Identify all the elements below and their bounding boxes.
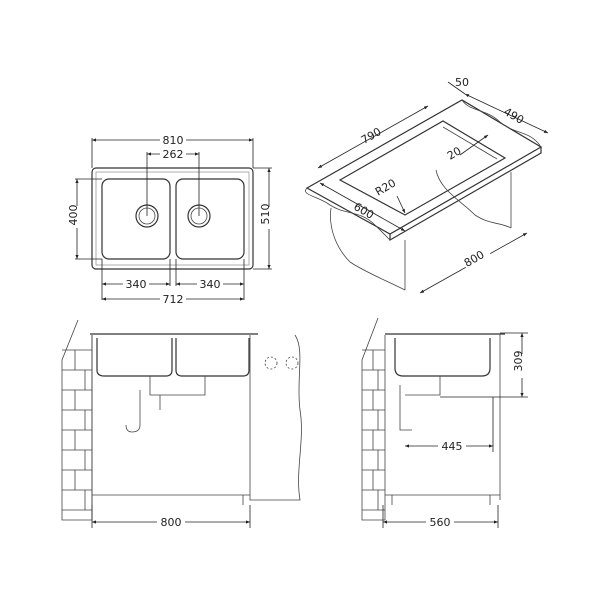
dim-drain-spacing: 262 bbox=[163, 148, 184, 161]
dim-bowl-depth: 400 bbox=[67, 205, 80, 226]
dim-overall-depth: 510 bbox=[259, 204, 272, 225]
right-bowl bbox=[175, 178, 245, 260]
left-bowl bbox=[101, 178, 171, 260]
dim-waste-offset: 445 bbox=[442, 440, 463, 453]
dim-radius: R20 bbox=[373, 177, 398, 199]
dim-edge: 20 bbox=[445, 144, 464, 162]
dim-bowls-total-width: 712 bbox=[163, 293, 184, 306]
top-view: 810 262 400 510 340 340 712 bbox=[67, 133, 276, 306]
side-section-view: 309 445 560 bbox=[361, 317, 529, 529]
front-section-view: 800 bbox=[61, 319, 302, 529]
dim-sink-height: 309 bbox=[512, 351, 525, 372]
isometric-view: 790 50 490 20 R20 600 800 bbox=[305, 76, 549, 294]
dim-cabinet-depth: 560 bbox=[430, 516, 451, 529]
sink-outline bbox=[91, 167, 254, 270]
dim-cutout-length: 790 bbox=[359, 125, 384, 147]
dim-worktop-depth: 600 bbox=[351, 200, 376, 222]
dim-overall-width: 810 bbox=[163, 134, 184, 147]
dim-cabinet-width-front: 800 bbox=[161, 516, 182, 529]
dim-right-bowl-width: 340 bbox=[200, 278, 221, 291]
dim-left-bowl-width: 340 bbox=[126, 278, 147, 291]
dim-cutout-depth: 490 bbox=[501, 105, 526, 127]
sink-rim bbox=[95, 171, 250, 266]
worktop bbox=[305, 99, 543, 235]
dim-offset: 50 bbox=[455, 76, 469, 89]
